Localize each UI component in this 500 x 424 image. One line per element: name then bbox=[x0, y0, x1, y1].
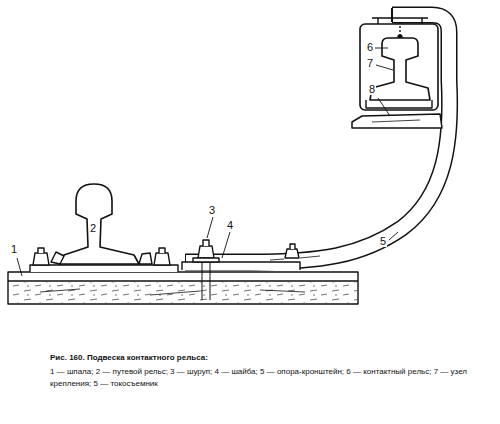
sleeper bbox=[8, 272, 358, 304]
rail-fasteners bbox=[33, 248, 170, 265]
caption-key: 1 — шпала; 2 — путевой рельс; 3 — шуруп;… bbox=[50, 366, 480, 390]
leader-lines bbox=[17, 48, 398, 276]
track-rail bbox=[59, 184, 139, 264]
callout-number: 4 bbox=[226, 220, 234, 231]
screw-and-washer bbox=[193, 240, 299, 300]
collector-shoe bbox=[352, 114, 442, 128]
bracket-body bbox=[186, 15, 450, 262]
callout-number: 2 bbox=[89, 223, 97, 234]
callout-number: 7 bbox=[366, 58, 374, 69]
tie-plate bbox=[30, 265, 178, 272]
callout-number: 8 bbox=[368, 84, 376, 95]
figure-caption: Рис. 160. Подвеска контактного рельса: bbox=[50, 352, 208, 364]
callout-number: 5 bbox=[379, 236, 387, 247]
callout-number: 1 bbox=[10, 244, 18, 255]
callout-number: 6 bbox=[366, 42, 374, 53]
bracket-outline bbox=[185, 15, 450, 262]
callout-number: 3 bbox=[208, 205, 216, 216]
contact-rail-clamp bbox=[360, 8, 438, 110]
bracket-base bbox=[182, 262, 300, 270]
